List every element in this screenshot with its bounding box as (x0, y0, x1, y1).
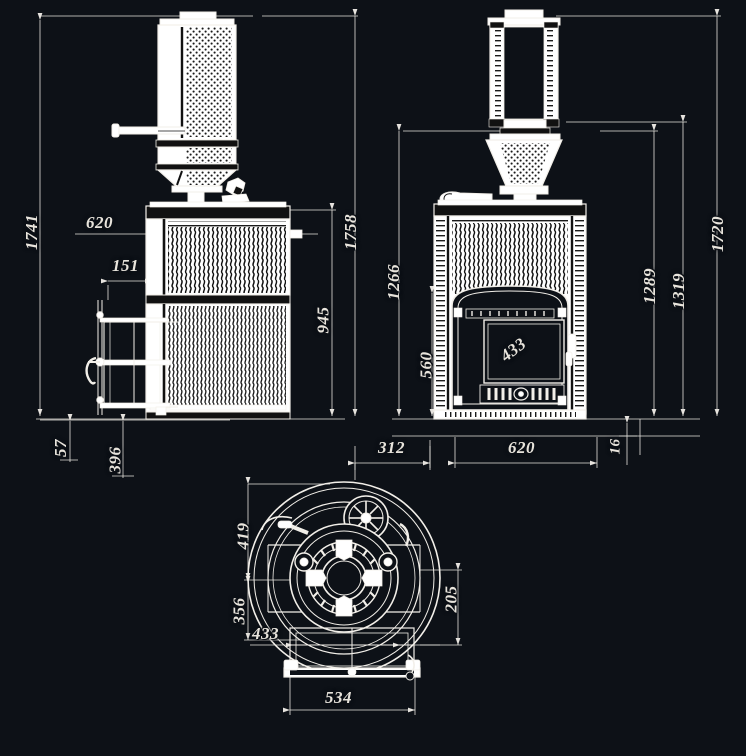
plan-view-geometry (247, 481, 441, 681)
side-view-geometry (85, 11, 303, 420)
dim-lines-plan-view (244, 446, 462, 715)
front-view-geometry (433, 9, 587, 420)
